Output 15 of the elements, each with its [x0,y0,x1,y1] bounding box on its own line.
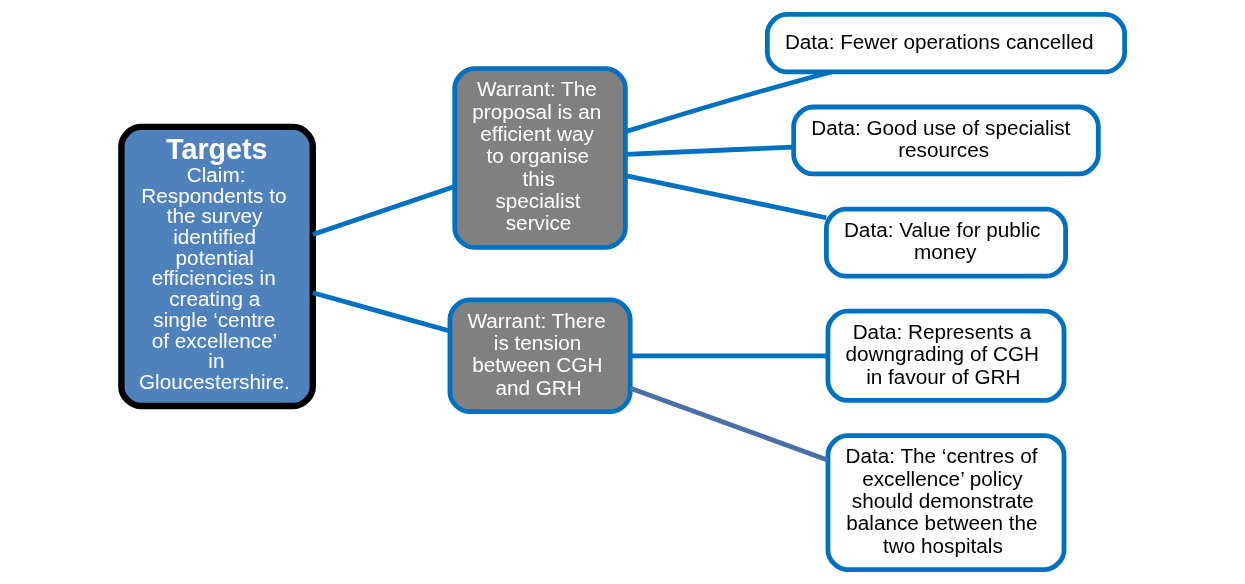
connector [311,184,455,237]
connector [629,385,828,463]
connector [624,69,832,134]
node-box: Warrant: There is tension between CGH and GRH [447,297,633,414]
node-box: Data: Fewer operations cancelled [764,12,1127,75]
connector [311,290,450,334]
node-box: Data: Value for public money [823,206,1068,279]
connector [630,353,827,359]
node-box: Data: Represents a downgrading of CGH in favour of GRH [825,308,1066,403]
node-box: Targets Claim: Respondents to the survey identified potential efficiencies in creating a single ‘centre of excellence’ in Gloucestershire. [117,123,316,410]
node-box: Data: The ‘centres of excellence’ policy should demonstrate balance between the two hospitals [825,433,1066,572]
connector [624,144,794,157]
node-box: Warrant: The proposal is an efficient way to organise this specialist service [451,66,628,250]
node-box: Data: Good use of specialist resources [790,104,1101,177]
connector [624,173,827,221]
